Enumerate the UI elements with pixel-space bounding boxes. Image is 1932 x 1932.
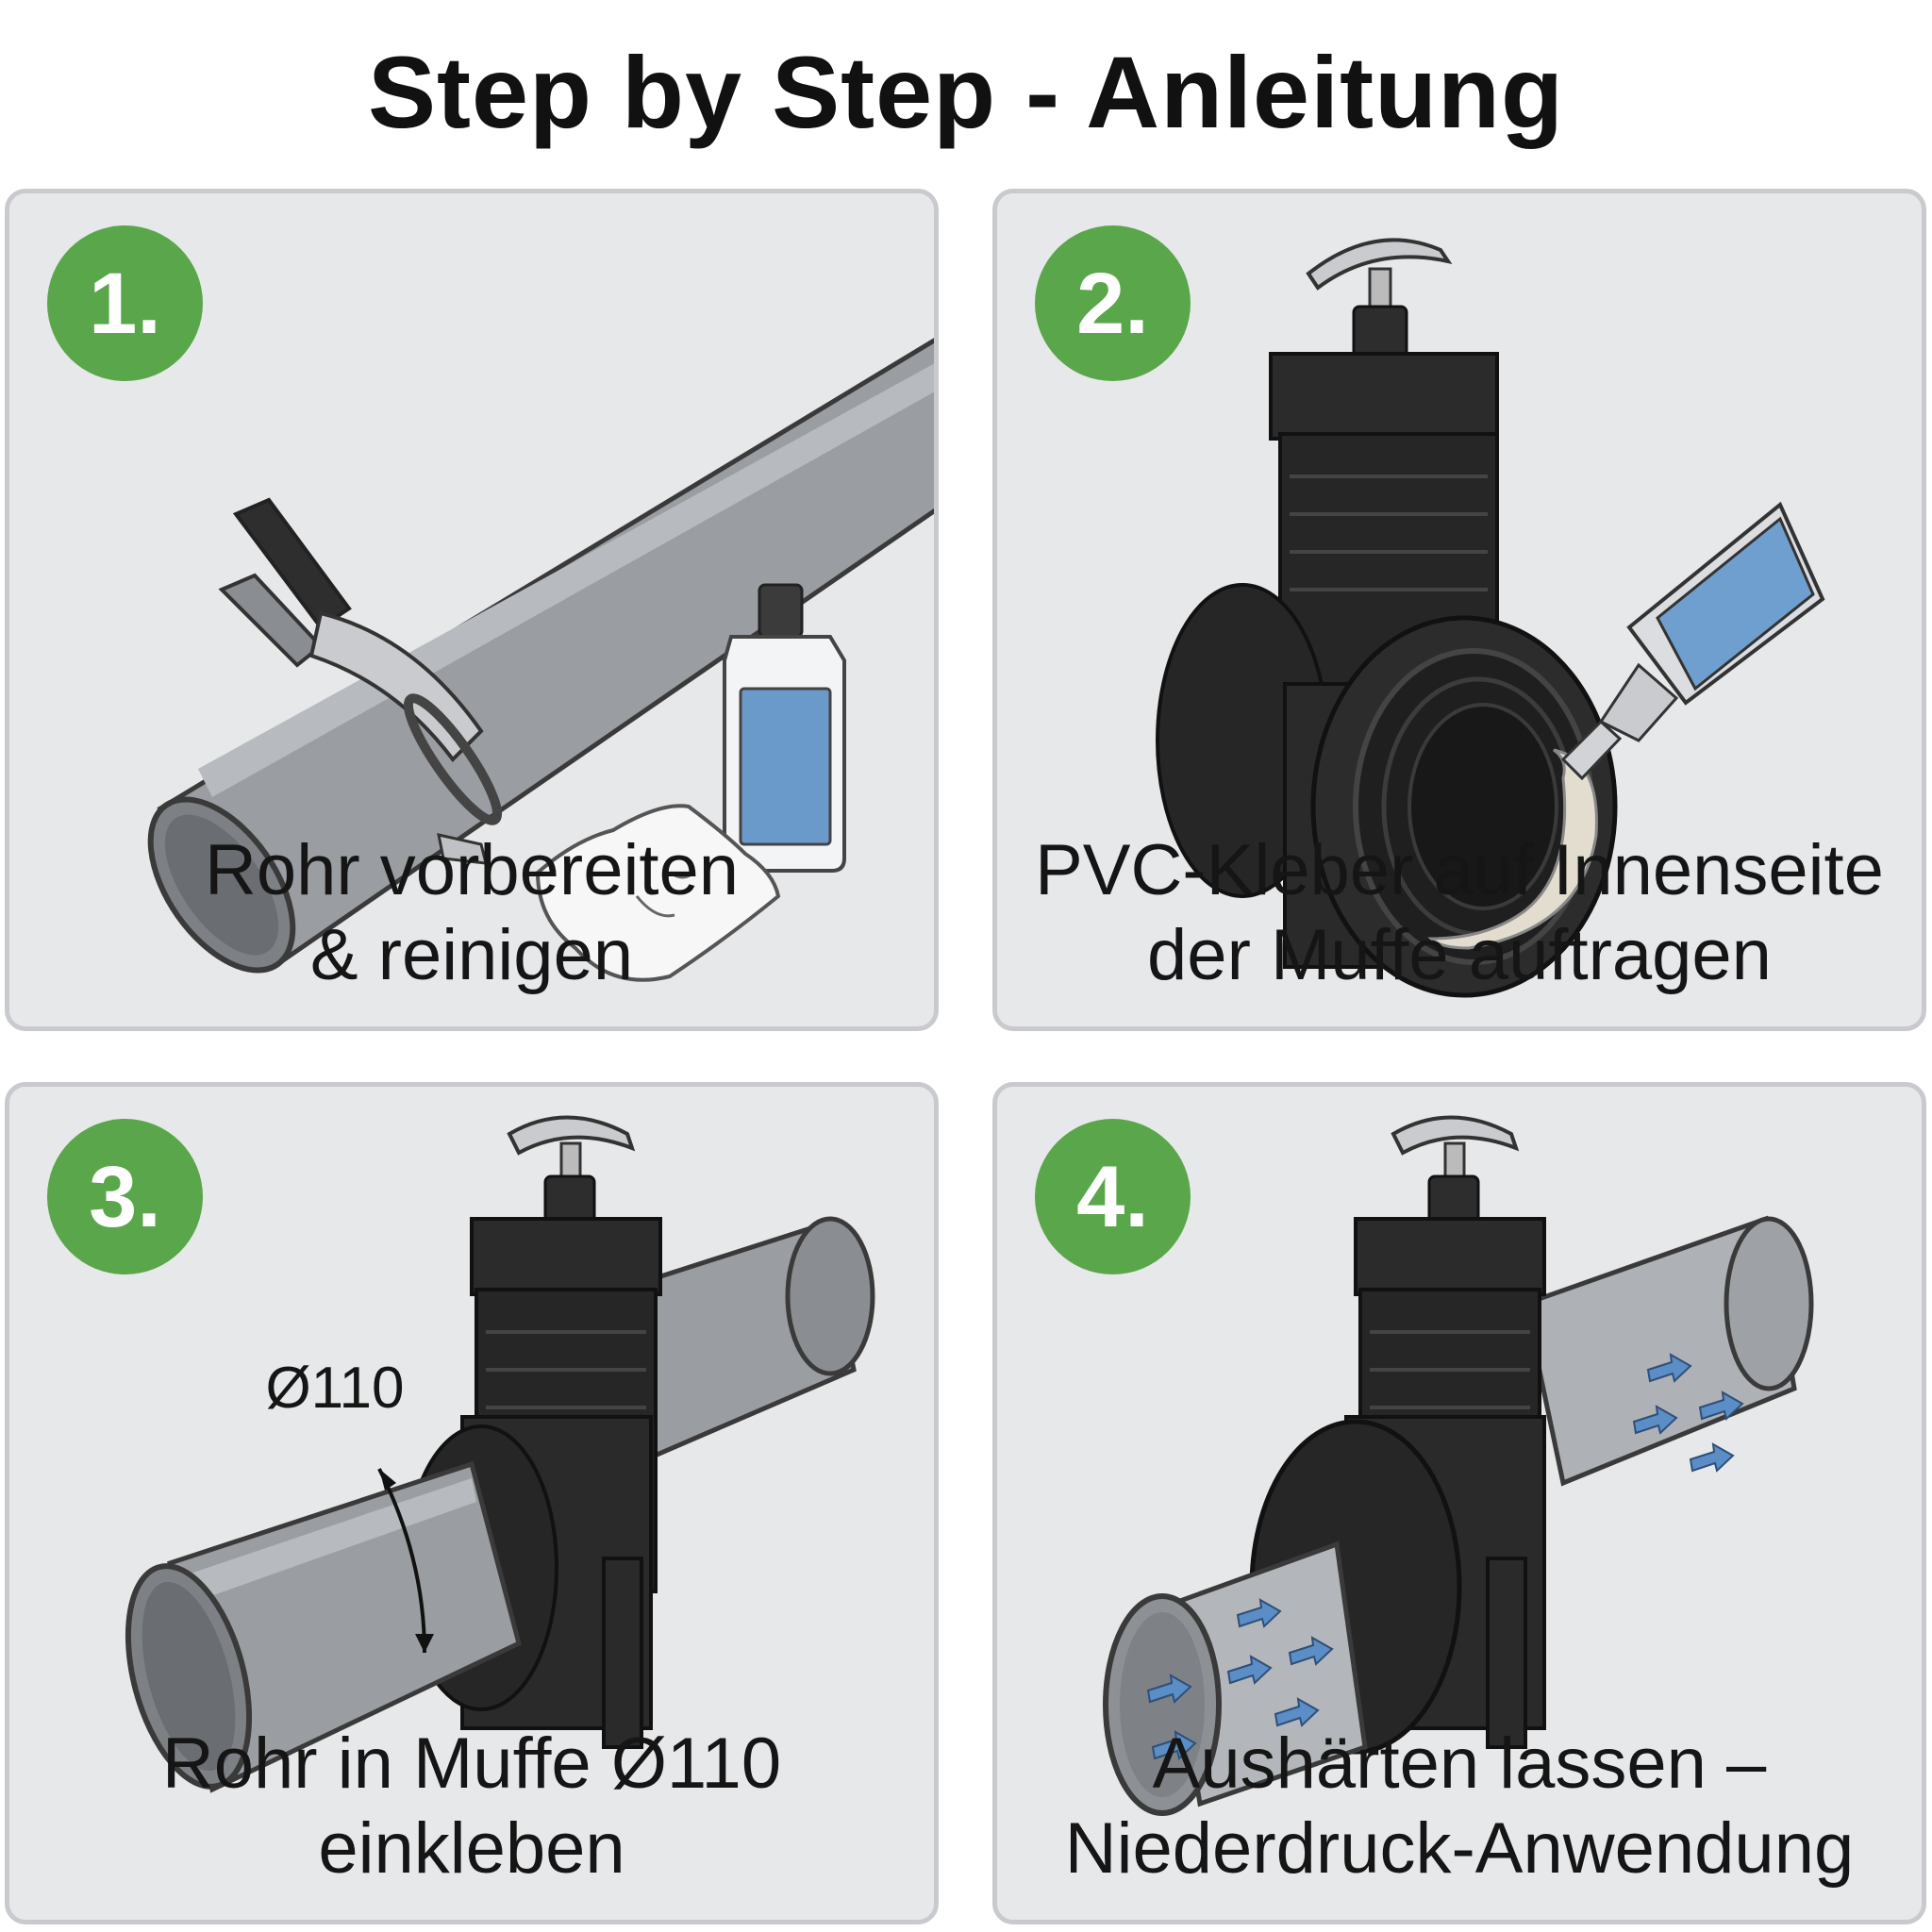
step-panel-2: 2. PVC-Kleber auf Innenseite der Muffe a… [992, 189, 1926, 1031]
glue-tube-icon [1560, 501, 1825, 781]
step-panel-1: 1. Rohr vorbereiten & reinigen [5, 189, 939, 1031]
step-number-badge: 4. [1035, 1119, 1191, 1274]
pipe-cutter-icon [218, 497, 503, 865]
step-caption-line-2: & reinigen [309, 915, 634, 995]
step-caption: Rohr in Muffe Ø110 einkleben [9, 1722, 934, 1891]
step-number-badge: 1. [47, 225, 203, 381]
step-caption-line-2: der Muffe auftragen [1147, 915, 1772, 995]
step-2-illustration [1156, 238, 1825, 998]
dimension-label: Ø110 [265, 1356, 404, 1421]
page-title: Step by Step - Anleitung [367, 35, 1564, 149]
step-caption: Rohr vorbereiten & reinigen [9, 828, 934, 998]
step-caption-line-1: Rohr vorbereiten [204, 830, 740, 910]
step-1-illustration [147, 338, 934, 982]
gate-valve-icon [1156, 238, 1618, 998]
gate-valve-icon [1249, 1115, 1546, 1755]
step-caption: Aushärten lassen – Niederdruck-Anwendung [997, 1722, 1922, 1891]
step-caption: PVC-Kleber auf Innenseite der Muffe auft… [997, 828, 1922, 998]
cleaner-bottle-icon [723, 583, 846, 873]
step-caption-line-1: PVC-Kleber auf Innenseite [1035, 830, 1884, 910]
step-4-illustration [1103, 1115, 1814, 1816]
step-number-badge: 3. [47, 1119, 203, 1274]
dimension-arrow-icon [377, 1468, 434, 1654]
step-panel-4: 4. Aushärten lassen – Niederdruck-Anwend… [992, 1082, 1926, 1924]
step-caption-line-2: einkleben [318, 1808, 625, 1889]
step-panel-3: Ø110 3. Rohr in Muffe Ø110 einkleben [5, 1082, 939, 1924]
step-3-illustration: Ø110 [125, 1115, 875, 1793]
step-caption-line-1: Rohr in Muffe Ø110 [161, 1724, 782, 1804]
step-number-badge: 2. [1035, 225, 1191, 381]
cloth-icon [535, 804, 781, 982]
step-caption-line-2: Niederdruck-Anwendung [1064, 1808, 1855, 1889]
flow-arrow-icon [1146, 1353, 1744, 1760]
pipe-icon [125, 1460, 522, 1793]
step-caption-line-1: Aushärten lassen – [1152, 1724, 1767, 1804]
